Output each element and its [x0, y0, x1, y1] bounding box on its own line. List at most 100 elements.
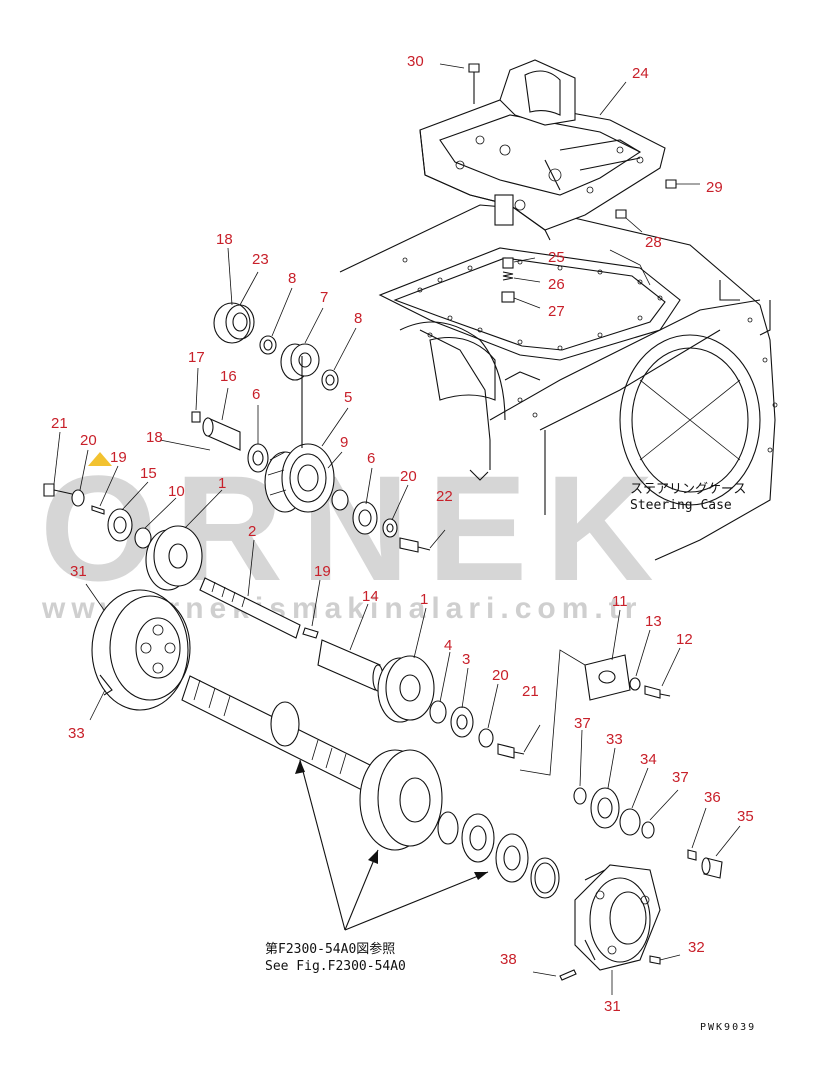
callout-numbers: 30 24 29 28 25 26 27 18 23 8 7 8 17 16 6…	[51, 53, 754, 1015]
callout-20-b: 20	[400, 468, 417, 485]
part-15-bearing	[107, 508, 133, 542]
callout-18-b: 18	[146, 429, 163, 446]
callout-14: 14	[362, 588, 379, 605]
callout-22: 22	[436, 488, 453, 505]
part-30-bolt	[439, 63, 480, 104]
reference-label-en: See Fig.F2300-54A0	[265, 959, 406, 974]
callout-37-a: 37	[574, 715, 591, 732]
callout-6-a: 6	[252, 386, 260, 403]
callout-13: 13	[645, 613, 662, 630]
callout-23: 23	[252, 251, 269, 268]
callout-21-a: 21	[51, 415, 68, 432]
callout-37-b: 37	[672, 769, 689, 786]
part-8-bearing-b	[321, 369, 339, 391]
callout-10: 10	[168, 483, 185, 500]
reference-label: 第F2300-54A0図参照 See Fig.F2300-54A0	[265, 941, 406, 974]
callout-31-b: 31	[604, 998, 621, 1015]
part-7-gear	[280, 343, 320, 381]
part-38-pin	[532, 969, 577, 981]
callout-12: 12	[676, 631, 693, 648]
callout-1-a: 1	[218, 475, 226, 492]
callout-3: 3	[462, 651, 470, 668]
callout-20-c: 20	[492, 667, 509, 684]
part-29-bolt	[665, 179, 700, 189]
callout-32: 32	[688, 939, 705, 956]
part-17-pin	[191, 411, 201, 423]
steering-case-label: ステアリングケース Steering Case	[630, 482, 746, 513]
bearings-center	[437, 811, 560, 899]
callout-34: 34	[640, 751, 657, 768]
callout-8-a: 8	[288, 270, 296, 287]
callout-15: 15	[140, 465, 157, 482]
part-12-bolt	[644, 685, 671, 699]
callout-9: 9	[340, 434, 348, 451]
housing-bolt-holes	[402, 257, 778, 453]
part-31-housing-left	[91, 589, 191, 711]
reference-arrows	[295, 759, 489, 931]
part-23-bearing	[213, 302, 255, 344]
part-28-bolt	[615, 209, 643, 233]
part-21-bolt-b	[497, 724, 541, 759]
callout-4: 4	[444, 637, 452, 654]
callout-19-b: 19	[314, 563, 331, 580]
callout-1-b: 1	[420, 591, 428, 608]
steering-case-top	[419, 59, 666, 241]
callout-25: 25	[548, 249, 565, 266]
callout-21-b: 21	[522, 683, 539, 700]
callout-7: 7	[320, 289, 328, 306]
parts-4-3	[429, 700, 474, 738]
drawing-code: PWK9039	[700, 1022, 756, 1033]
steering-case-label-jp: ステアリングケース	[630, 482, 746, 497]
callout-36: 36	[704, 789, 721, 806]
callout-5: 5	[344, 389, 352, 406]
part-5-gear-and-9-bearing	[264, 356, 335, 513]
parts-25-26-27	[501, 257, 541, 309]
part-32-bolt	[649, 954, 681, 965]
callout-11: 11	[612, 593, 628, 610]
part-1-gear-b	[377, 655, 435, 723]
callout-19-a: 19	[110, 449, 127, 466]
part-20-washer-c	[478, 728, 494, 748]
callout-20-a: 20	[80, 432, 97, 449]
main-shaft	[181, 675, 371, 791]
part-2-shaft	[199, 577, 319, 639]
part-20-washer-a	[382, 518, 398, 538]
callout-33-a: 33	[68, 725, 85, 742]
callout-28: 28	[645, 234, 662, 251]
callout-29: 29	[706, 179, 723, 196]
callout-2: 2	[248, 523, 256, 540]
part-16-pin	[202, 417, 241, 451]
part-10-collar	[134, 527, 152, 549]
callout-16: 16	[220, 368, 237, 385]
part-20-washer-b	[71, 489, 85, 507]
watermark-accent-icon	[88, 452, 112, 466]
parts-36-35	[687, 849, 723, 879]
callout-38: 38	[500, 951, 517, 968]
leader-lines	[53, 81, 741, 995]
part-31-housing-right	[574, 864, 661, 971]
part-19-pin-a	[91, 505, 105, 515]
part-6-bearing-a	[247, 443, 269, 473]
callout-31-a: 31	[70, 563, 87, 580]
callout-17: 17	[188, 349, 205, 366]
part-1-gear-a	[145, 525, 203, 591]
callout-24: 24	[632, 65, 649, 82]
large-gear	[359, 749, 443, 851]
transmission-housing	[339, 204, 778, 561]
callout-33-b: 33	[606, 731, 623, 748]
part-6-bearing-b	[331, 489, 378, 535]
steering-case-label-en: Steering Case	[630, 498, 732, 513]
part-13-washer	[629, 677, 641, 691]
callout-27: 27	[548, 303, 565, 320]
parts-33-34-37	[573, 787, 655, 839]
callout-35: 35	[737, 808, 754, 825]
part-8-bearing-a	[259, 335, 277, 355]
callout-30: 30	[407, 53, 424, 70]
callout-26: 26	[548, 276, 565, 293]
callout-8-b: 8	[354, 310, 362, 327]
callout-6-b: 6	[367, 450, 375, 467]
reference-label-jp: 第F2300-54A0図参照	[265, 941, 395, 957]
part-11-cover	[519, 649, 631, 776]
part-21-bolt-a	[43, 483, 73, 497]
